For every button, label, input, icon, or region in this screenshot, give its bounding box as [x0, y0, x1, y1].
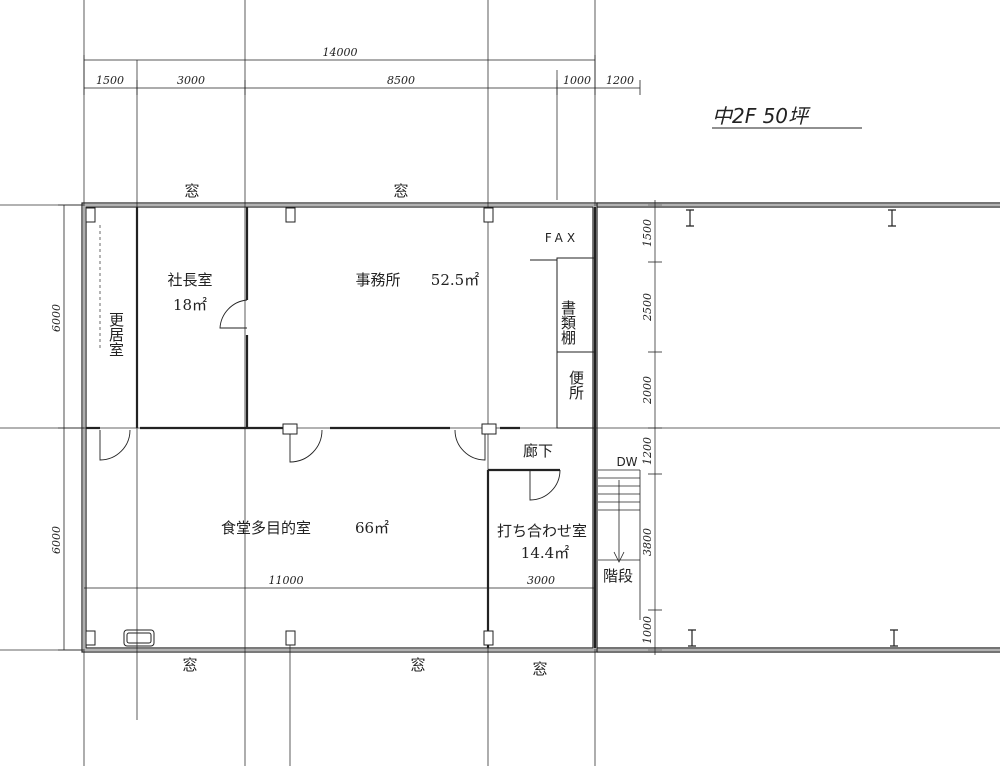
dining-name: 食堂多目的室 [221, 519, 311, 537]
dim-right-1200: 1200 [641, 437, 654, 465]
meeting-area: 14.4㎡ [521, 544, 569, 562]
right-dimension-lines [648, 204, 662, 651]
dim-right-1000: 1000 [641, 616, 654, 644]
office-area: 52.5㎡ [431, 271, 479, 289]
dim-8500: 8500 [387, 74, 415, 87]
stairs [598, 469, 641, 620]
stairs-label: 階段 [603, 567, 633, 585]
window-bottom-1: 窓 [182, 656, 197, 674]
window-top-2: 窓 [393, 182, 408, 200]
columns [85, 207, 497, 646]
president-room-name: 社長室 [167, 271, 212, 289]
sink [123, 629, 155, 647]
interior-walls [86, 207, 597, 648]
dim-total: 14000 [323, 46, 358, 59]
left-dimension-lines [58, 204, 84, 651]
window-top-1: 窓 [184, 182, 199, 200]
i-beams [686, 209, 898, 647]
dim-1500: 1500 [96, 74, 124, 87]
locker-label: 更居室 [107, 312, 125, 357]
meeting-name: 打ち合わせ室 [497, 522, 587, 540]
top-dimension-lines [83, 55, 641, 95]
window-bottom-2: 窓 [410, 656, 425, 674]
dining-area: 66㎡ [355, 519, 389, 537]
dim-right-1500: 1500 [641, 219, 654, 247]
dim-right-2500: 2500 [641, 293, 654, 322]
dim-1000: 1000 [563, 74, 591, 87]
fax-label: FAX [545, 231, 579, 245]
dim-left-top: 6000 [50, 304, 63, 332]
dim-bottom-3000: 3000 [527, 574, 555, 587]
president-room-area: 18㎡ [173, 296, 207, 314]
dim-right-3800: 3800 [641, 528, 654, 556]
plan-title: 中2F 50坪 [712, 104, 811, 128]
dim-1200: 1200 [606, 74, 634, 87]
dim-left-bottom: 6000 [50, 526, 63, 554]
dim-3000: 3000 [177, 74, 205, 87]
doors [99, 299, 561, 501]
office-name: 事務所 [355, 271, 400, 289]
dw-label: DW [616, 455, 637, 469]
toilet-label: 便所 [567, 370, 585, 400]
corridor-label: 廊下 [523, 442, 553, 460]
window-bottom-3: 窓 [532, 660, 547, 678]
shelf-box [530, 257, 596, 429]
dim-right-2000: 2000 [641, 376, 654, 405]
shelf-label: 書類棚 [559, 300, 577, 345]
dim-bottom-11000: 11000 [269, 574, 304, 587]
